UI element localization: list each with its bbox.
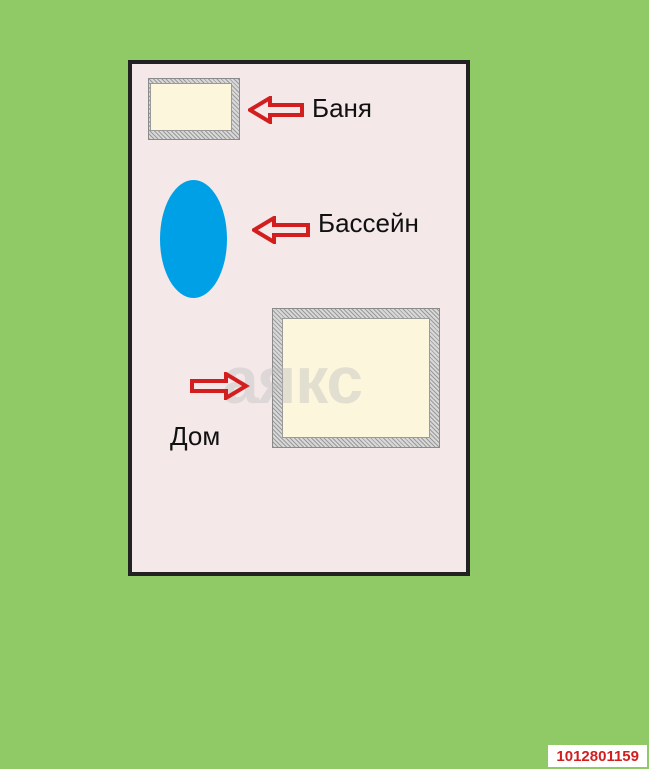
listing-id-badge: 1012801159 [548,745,647,767]
house-building [272,308,440,448]
pool-label: Бассейн [318,208,419,238]
banya-label: Баня [312,93,372,123]
pool-shape [160,180,227,298]
banya-interior [150,83,232,131]
banya-arrow-icon [248,96,304,124]
house-label: Дом [170,421,221,451]
watermark: аякс [222,343,363,417]
house-interior [282,318,430,438]
house-arrow-icon [190,372,250,400]
pool-arrow-icon [252,216,310,244]
banya-building [148,78,240,140]
